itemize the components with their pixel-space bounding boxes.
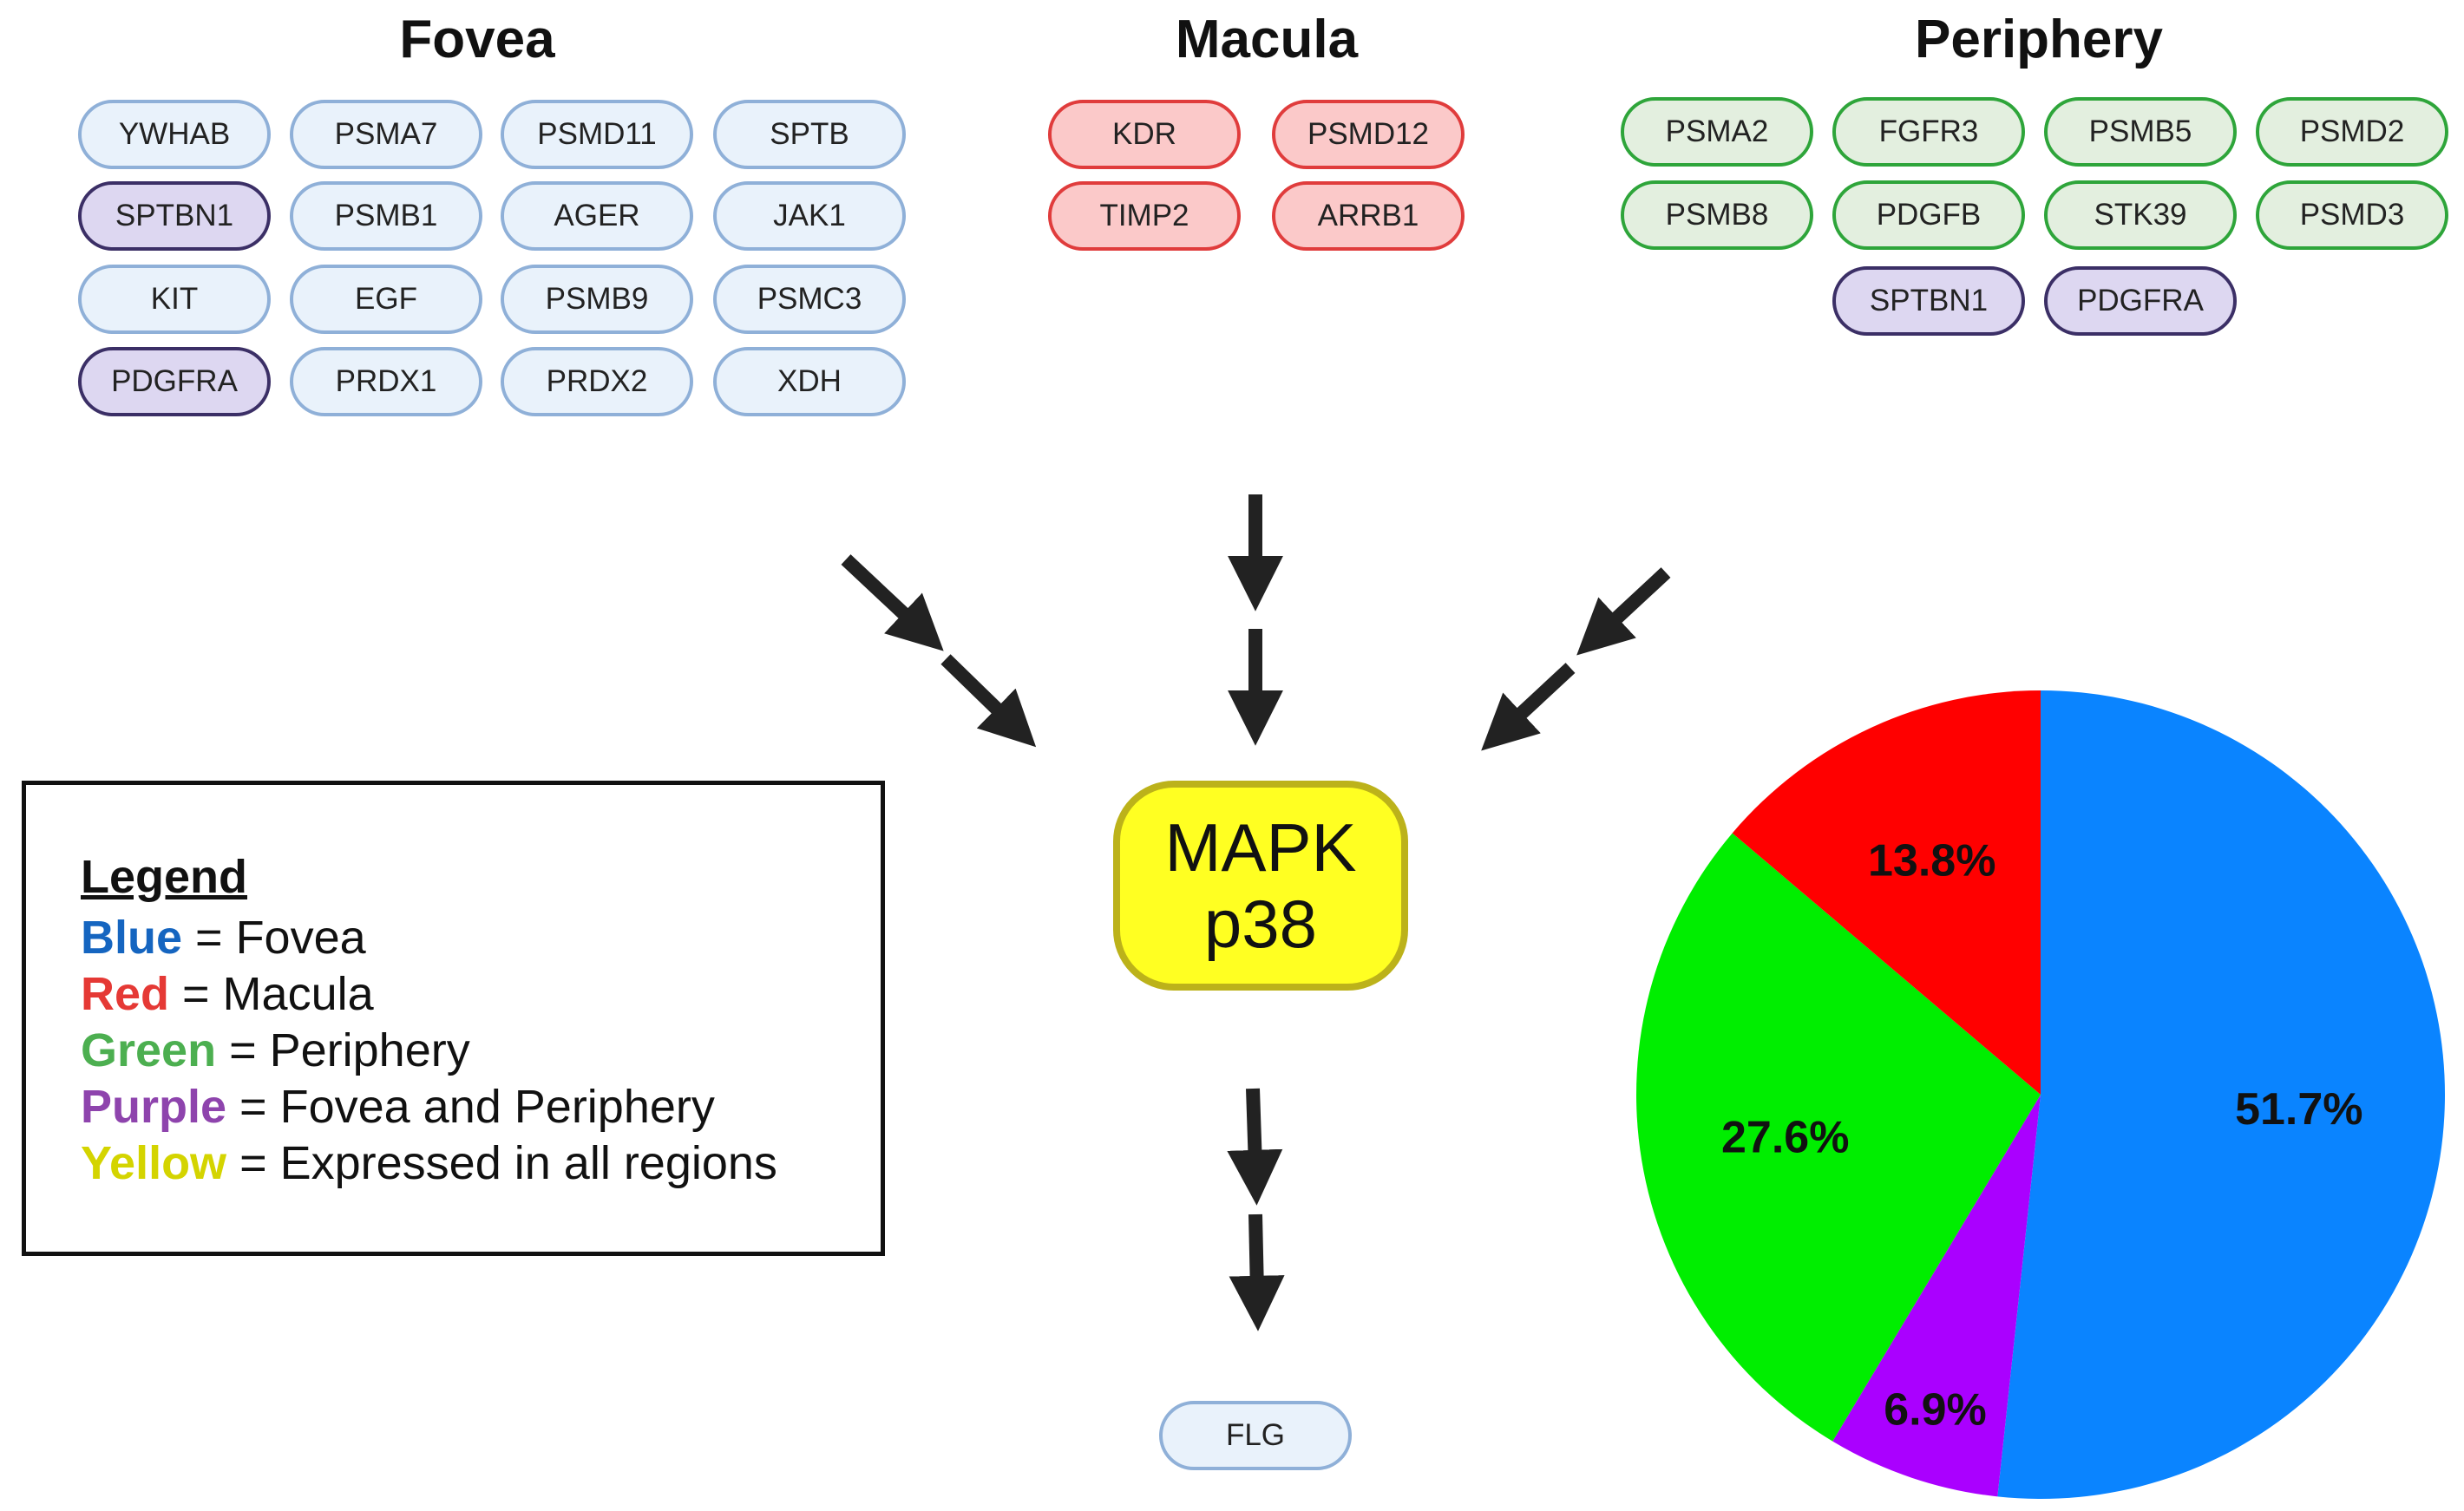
- gene-pill-fovea: PSMC3: [713, 265, 906, 334]
- legend-row-green: Green = Periphery: [81, 1024, 470, 1077]
- gene-pill-fovea: KIT: [78, 265, 271, 334]
- gene-pill-periphery: PSMB8: [1621, 180, 1813, 250]
- gene-pill-fovea-and-periphery: SPTBN1: [78, 181, 271, 251]
- gene-pill-periphery: PSMD3: [2256, 180, 2448, 250]
- gene-pill-fovea: JAK1: [713, 181, 906, 251]
- gene-pill-fovea: PSMA7: [290, 100, 482, 169]
- gene-pill-flg: FLG: [1159, 1401, 1352, 1470]
- gene-pill-fovea: SPTB: [713, 100, 906, 169]
- legend-text: = Fovea: [182, 912, 366, 964]
- gene-pill-fovea-and-periphery: PDGFRA: [78, 347, 271, 416]
- arrow-periphery-2: [1481, 663, 1576, 751]
- mapk-p38-node: MAPK p38: [1113, 781, 1408, 991]
- gene-pill-periphery: PSMA2: [1621, 97, 1813, 167]
- legend-text: = Periphery: [216, 1024, 470, 1076]
- gene-pill-periphery: STK39: [2044, 180, 2237, 250]
- legend-text: = Macula: [169, 968, 374, 1020]
- legend-row-purple: Purple = Fovea and Periphery: [81, 1080, 715, 1134]
- arrow-fovea-2: [940, 654, 1037, 748]
- arrow-fovea-1: [841, 554, 944, 651]
- gene-pill-fovea: AGER: [501, 181, 693, 251]
- gene-pill-fovea: PSMB9: [501, 265, 693, 334]
- gene-pill-fovea: PSMD11: [501, 100, 693, 169]
- gene-pill-periphery: FGFR3: [1832, 97, 2025, 167]
- gene-pill-fovea: PRDX2: [501, 347, 693, 416]
- legend-color-word: Purple: [81, 1081, 227, 1133]
- legend-title: Legend: [81, 851, 248, 903]
- gene-pill-macula: ARRB1: [1272, 181, 1465, 251]
- legend-text: = Expressed in all regions: [226, 1137, 777, 1189]
- gene-pill-macula: TIMP2: [1048, 181, 1241, 251]
- arrow-down-2: [1229, 1213, 1285, 1331]
- arrow-periphery-1: [1576, 567, 1671, 656]
- gene-pill-periphery: PDGFB: [1832, 180, 2025, 250]
- gene-pill-fovea: EGF: [290, 265, 482, 334]
- gene-pill-fovea: PRDX1: [290, 347, 482, 416]
- legend-row-blue: Blue = Fovea: [81, 911, 366, 965]
- legend-box: Legend Blue = Fovea Red = Macula Green =…: [22, 781, 885, 1256]
- legend-text: = Fovea and Periphery: [226, 1081, 715, 1133]
- center-node-line2: p38: [1203, 886, 1318, 962]
- fovea-title: Fovea: [399, 10, 555, 69]
- gene-pill-fovea-and-periphery: PDGFRA: [2044, 266, 2237, 336]
- gene-pill-fovea: YWHAB: [78, 100, 271, 169]
- gene-pill-fovea-and-periphery: SPTBN1: [1832, 266, 2025, 336]
- gene-pill-periphery: PSMB5: [2044, 97, 2237, 167]
- gene-pill-macula: PSMD12: [1272, 100, 1465, 169]
- gene-pill-periphery: PSMD2: [2256, 97, 2448, 167]
- gene-pill-macula: KDR: [1048, 100, 1241, 169]
- legend-color-word: Green: [81, 1024, 217, 1076]
- legend-row-yellow: Yellow = Expressed in all regions: [81, 1136, 777, 1190]
- gene-pill-fovea: XDH: [713, 347, 906, 416]
- macula-title: Macula: [1175, 10, 1359, 69]
- legend-color-word: Blue: [81, 912, 183, 964]
- arrow-down-1: [1227, 1088, 1283, 1206]
- legend-row-red: Red = Macula: [81, 967, 374, 1021]
- legend-color-word: Yellow: [81, 1137, 227, 1189]
- legend-color-word: Red: [81, 968, 170, 1020]
- periphery-title: Periphery: [1914, 10, 2164, 69]
- gene-pill-fovea: PSMB1: [290, 181, 482, 251]
- center-node-line1: MAPK: [1164, 809, 1357, 886]
